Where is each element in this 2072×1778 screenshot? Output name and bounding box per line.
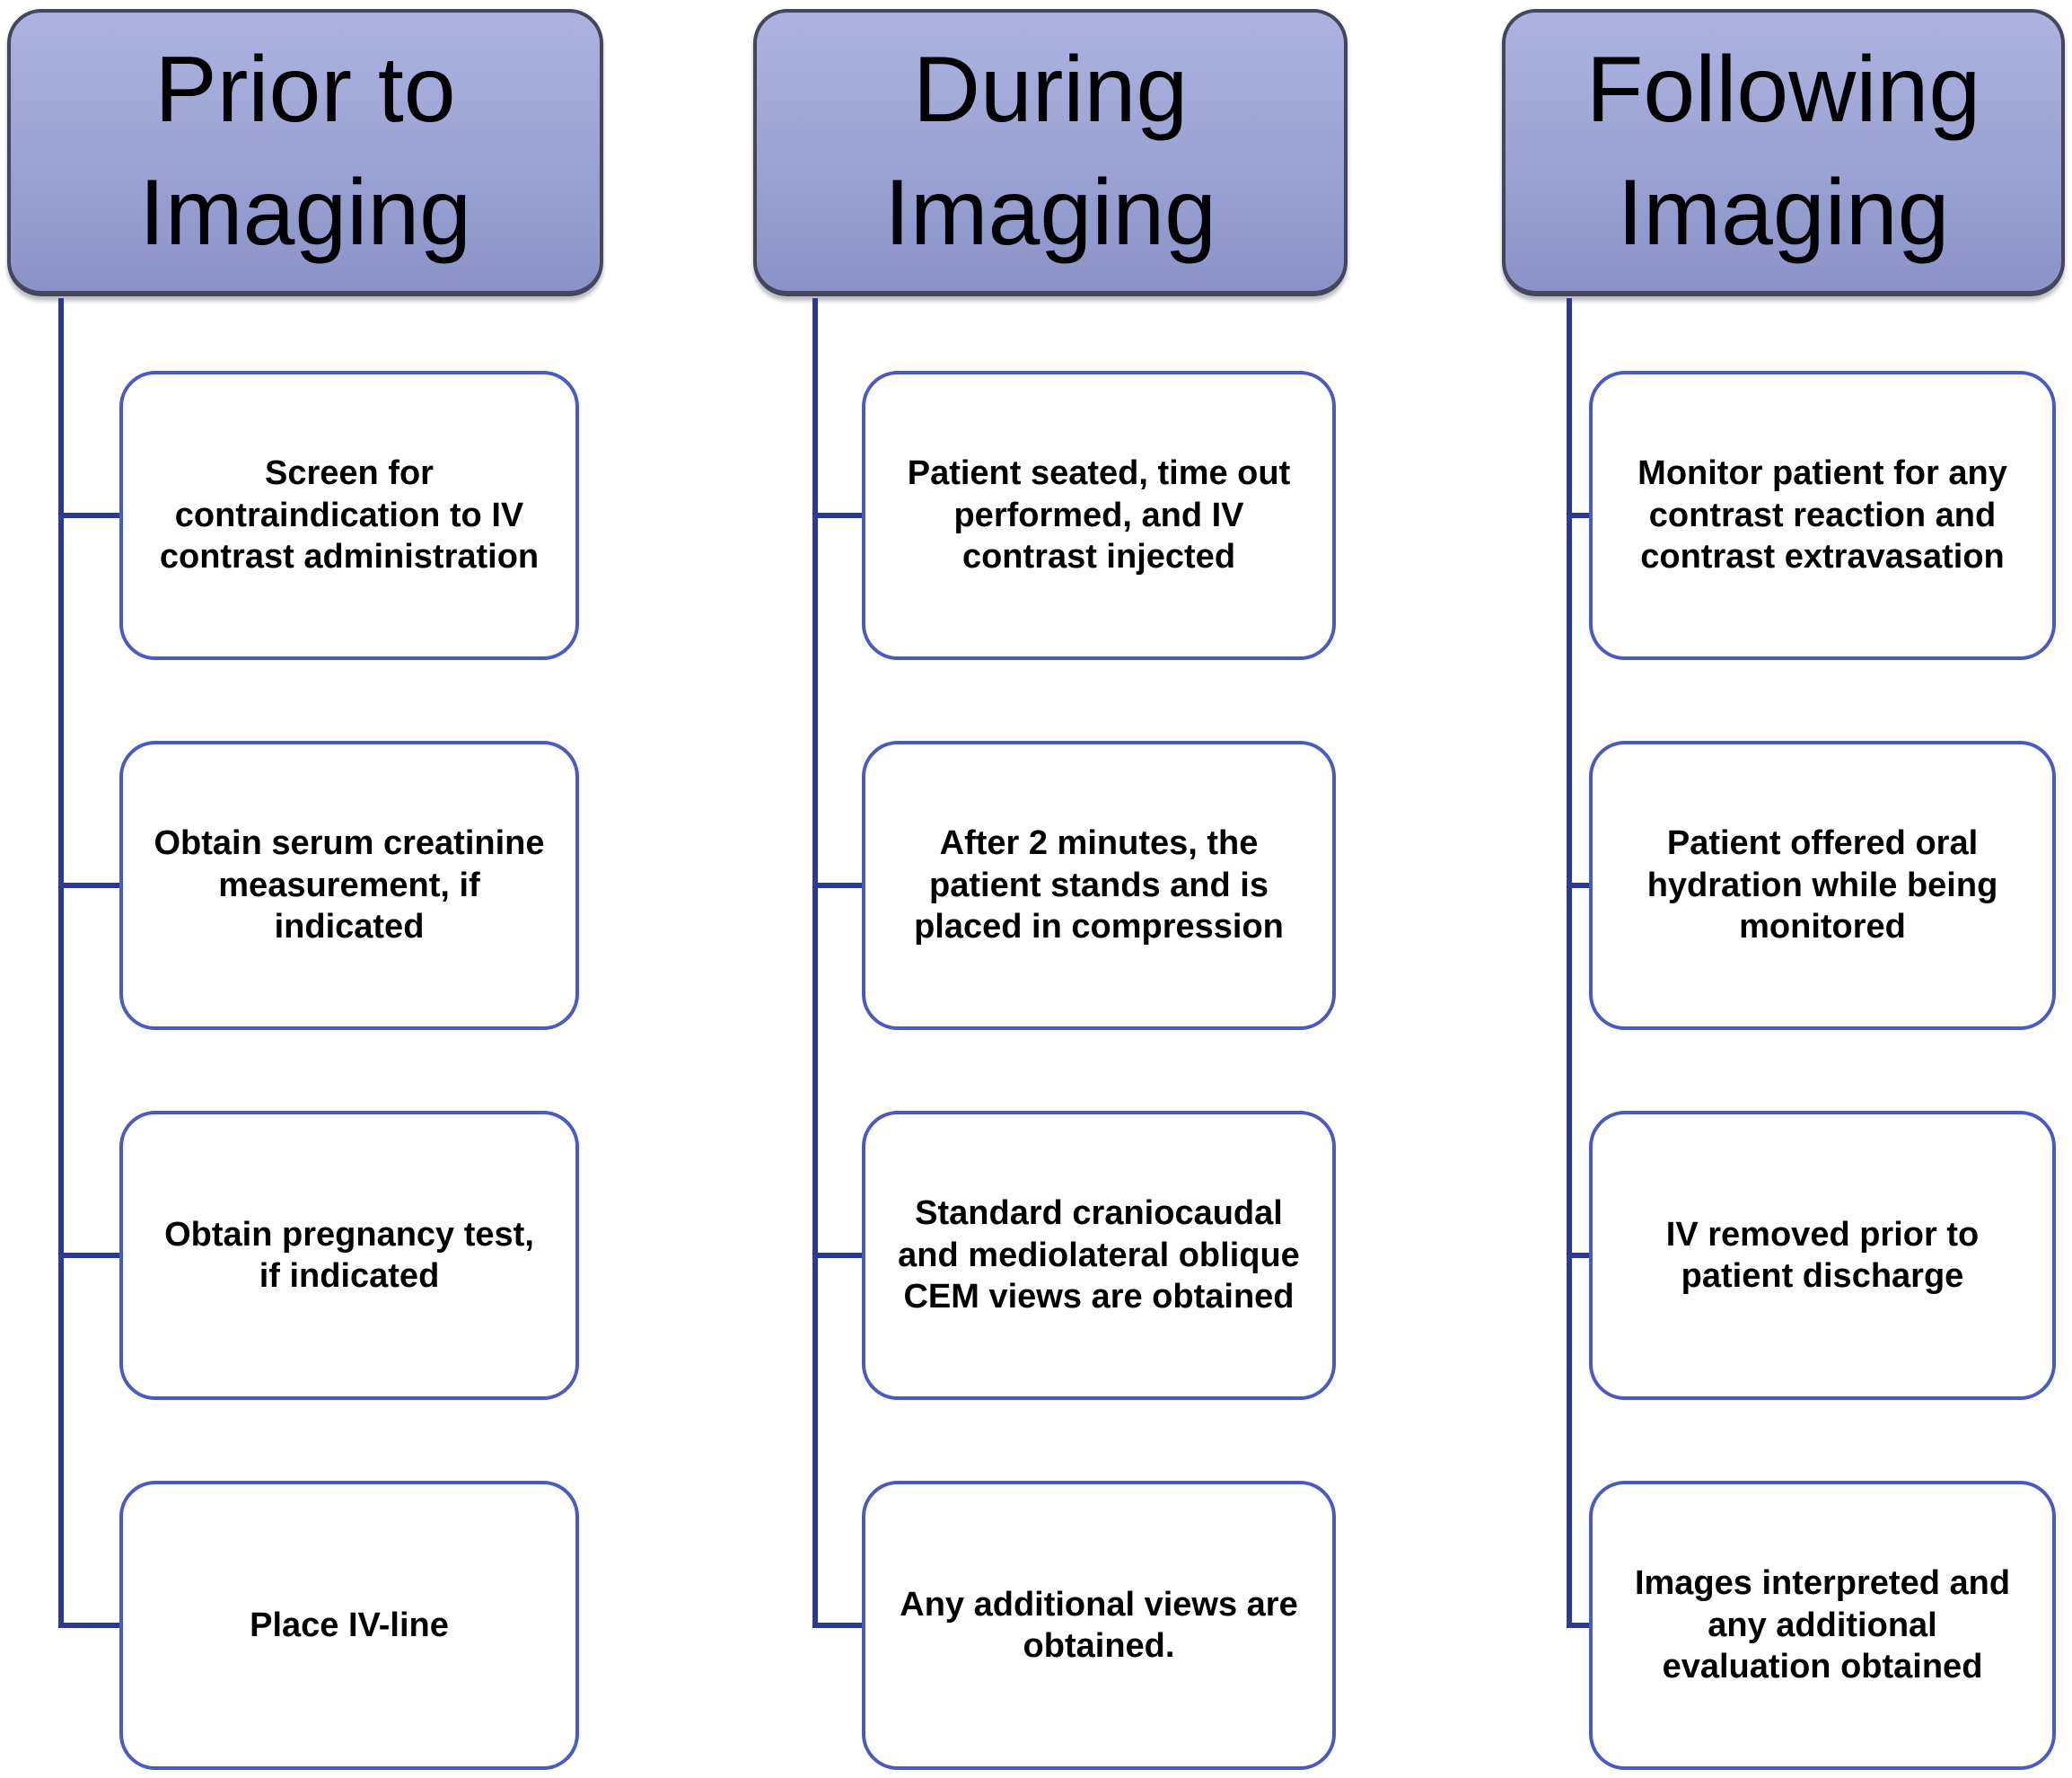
connector-stub-prior-3 (58, 1253, 121, 1258)
box-iv-removed: IV removed prior to patient discharge (1589, 1111, 2056, 1400)
connector-vertical-following (1567, 298, 1572, 1627)
box-monitor-contrast-reaction: Monitor patient for any contrast reactio… (1589, 371, 2056, 660)
box-additional-views: Any additional views are obtained. (862, 1481, 1336, 1770)
box-standard-cem-views: Standard craniocaudal and mediolateral o… (862, 1111, 1336, 1400)
box-obtain-pregnancy-test-text: Obtain pregnancy test, if indicated (164, 1215, 534, 1295)
box-iv-removed-text: IV removed prior to patient discharge (1665, 1215, 1980, 1295)
box-screen-for-contraindication-text: Screen for contraindication to IV contra… (159, 454, 540, 577)
header-during-imaging: During Imaging (753, 9, 1348, 296)
connector-stub-during-3 (812, 1253, 864, 1258)
header-prior-to-imaging: Prior to Imaging (7, 9, 603, 296)
box-additional-views-text: Any additional views are obtained. (900, 1585, 1298, 1665)
connector-vertical-prior (58, 298, 64, 1627)
connector-stub-prior-2 (58, 883, 121, 888)
header-following-imaging: Following Imaging (1502, 9, 2065, 296)
connector-stub-prior-1 (58, 513, 121, 518)
box-screen-for-contraindication: Screen for contraindication to IV contra… (119, 371, 579, 660)
box-images-interpreted: Images interpreted and any additional ev… (1589, 1481, 2056, 1770)
box-patient-seated-contrast-injected-text: Patient seated, time out performed, and … (907, 454, 1291, 577)
header-during-imaging-label: During Imaging (884, 37, 1216, 265)
connector-stub-during-2 (812, 883, 864, 888)
box-standard-cem-views-text: Standard craniocaudal and mediolateral o… (898, 1194, 1300, 1316)
box-patient-seated-contrast-injected: Patient seated, time out performed, and … (862, 371, 1336, 660)
connector-stub-during-4 (812, 1623, 864, 1628)
box-obtain-serum-creatinine: Obtain serum creatinine measurement, if … (119, 741, 579, 1030)
connector-stub-following-3 (1567, 1253, 1591, 1258)
box-obtain-pregnancy-test: Obtain pregnancy test, if indicated (119, 1111, 579, 1400)
box-oral-hydration: Patient offered oral hydration while bei… (1589, 741, 2056, 1030)
box-place-iv-line: Place IV-line (119, 1481, 579, 1770)
connector-stub-prior-4 (58, 1623, 121, 1628)
connector-stub-following-2 (1567, 883, 1591, 888)
connector-vertical-during (812, 298, 818, 1627)
box-monitor-contrast-reaction-text: Monitor patient for any contrast reactio… (1637, 454, 2007, 577)
box-place-iv-line-text: Place IV-line (250, 1606, 449, 1644)
connector-stub-during-1 (812, 513, 864, 518)
box-obtain-serum-creatinine-text: Obtain serum creatinine measurement, if … (154, 824, 545, 946)
box-oral-hydration-text: Patient offered oral hydration while bei… (1646, 824, 1998, 946)
connector-stub-following-1 (1567, 513, 1591, 518)
header-prior-to-imaging-label: Prior to Imaging (139, 37, 471, 265)
box-images-interpreted-text: Images interpreted and any additional ev… (1634, 1564, 2011, 1686)
header-following-imaging-label: Following Imaging (1585, 37, 1981, 265)
connector-stub-following-4 (1567, 1623, 1591, 1628)
box-after-2-minutes-compression-text: After 2 minutes, the patient stands and … (914, 824, 1284, 946)
box-after-2-minutes-compression: After 2 minutes, the patient stands and … (862, 741, 1336, 1030)
